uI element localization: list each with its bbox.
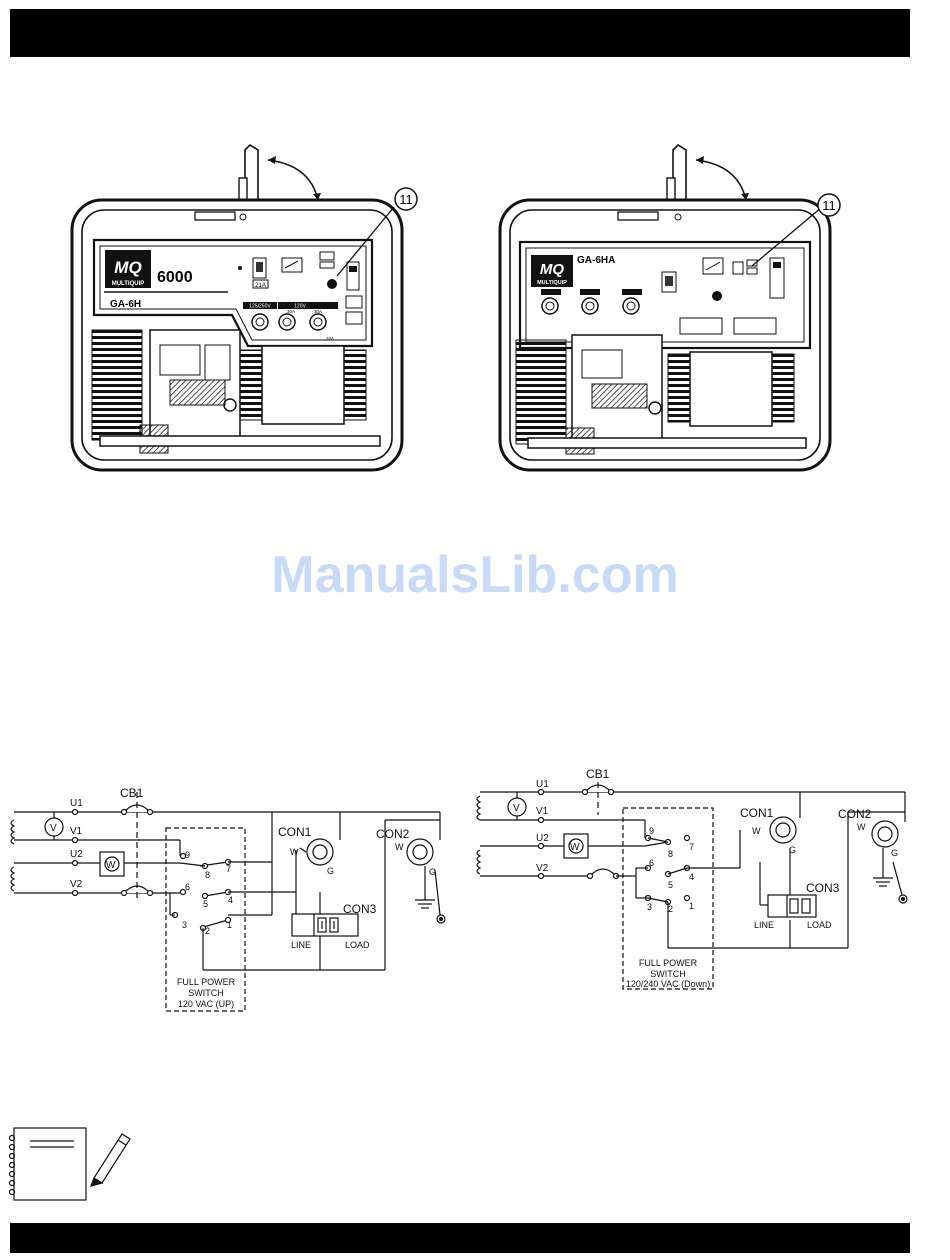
caption-1-right: FULL POWER — [639, 958, 698, 968]
sw-7-left: 7 — [226, 864, 231, 874]
wiring-labels-left: CB1 U1 V1 U2 V2 V W 9 8 7 6 5 4 3 2 1 CO… — [50, 786, 436, 1009]
sw-5-right: 5 — [668, 880, 673, 890]
breaker-label: 21A — [255, 283, 266, 289]
sw-2-left: 2 — [205, 926, 210, 936]
con2-g-left: G — [429, 867, 436, 877]
con1-w-right: W — [752, 826, 761, 836]
outlet-twistlock-3 — [309, 313, 327, 331]
sw-6-right: 6 — [649, 858, 654, 868]
outlet-label-2: 120V — [294, 304, 306, 310]
con1-label-left: CON1 — [278, 825, 312, 839]
u2-label-left: U2 — [70, 849, 83, 860]
mq-logo-sub-right: MULTIQUIP — [537, 280, 567, 286]
model-text-right: GA-6HA — [577, 255, 615, 266]
sw-6-left: 6 — [185, 882, 190, 892]
model-text: GA-6H — [110, 299, 141, 310]
sw-3-left: 3 — [182, 920, 187, 930]
coil-1 — [10, 819, 16, 845]
callout-11-left — [394, 187, 418, 211]
alternator — [261, 345, 345, 425]
con1-g-right: G — [789, 845, 796, 855]
generator-figure-left: MQ MULTIQUIP 6000 GA-6H 21A 125/250V 120… — [70, 143, 418, 472]
sw-8-right: 8 — [668, 849, 673, 859]
wiring-diagram-right — [476, 782, 908, 990]
outlet-twistlock-1 — [251, 313, 269, 331]
sw-3-right: 3 — [647, 902, 652, 912]
caption-3-right: 120/240 VAC (Down) — [626, 979, 710, 989]
load-label-right: LOAD — [807, 920, 832, 930]
u1-label-right: U1 — [536, 779, 549, 790]
con3-label-right: CON3 — [806, 881, 840, 895]
callout-text-right: 11 — [822, 198, 836, 213]
header-bar — [10, 9, 910, 57]
watermark: ManualsLib.com — [271, 546, 679, 604]
v1-label-left: V1 — [70, 826, 83, 837]
rating-text: 6000 — [157, 269, 193, 286]
mq-logo — [105, 250, 151, 288]
line-label-right: LINE — [754, 920, 774, 930]
swing-arrow — [267, 159, 319, 201]
pencil-icon — [93, 1133, 131, 1184]
v2-label-left: V2 — [70, 879, 83, 890]
v2-label-right: V2 — [536, 863, 549, 874]
outlet-label-3: 30A — [287, 309, 295, 314]
outlet-label-5: 20A — [326, 336, 334, 341]
sw-4-right: 4 — [689, 872, 694, 882]
con3-label-left: CON3 — [343, 902, 377, 916]
sw-9-right: 9 — [649, 826, 654, 836]
caption-2-right: SWITCH — [650, 969, 686, 979]
u1-label-left: U1 — [70, 798, 83, 809]
v1-label-right: V1 — [536, 806, 549, 817]
winding-label-right: W — [570, 842, 580, 853]
con2-w-right: W — [857, 822, 866, 832]
notes-icon — [8, 1127, 131, 1201]
sw-2-right: 2 — [668, 904, 673, 914]
load-label-left: LOAD — [345, 940, 370, 950]
sw-4-left: 4 — [228, 895, 233, 905]
wiring-diagram-left — [10, 792, 446, 1012]
sw-5-left: 5 — [203, 899, 208, 909]
mq-logo-right — [531, 255, 573, 287]
wiring-labels-right: CB1 U1 V1 U2 V2 V W 9 8 7 6 5 4 3 2 1 CO… — [513, 767, 898, 989]
con2-w-left: W — [395, 842, 404, 852]
con2-g-right: G — [891, 848, 898, 858]
caption-1-left: FULL POWER — [177, 977, 236, 987]
voltmeter-label-right: V — [513, 803, 520, 814]
frame-outer — [70, 198, 404, 472]
con1-w-left: W — [290, 847, 299, 857]
sw-1-right: 1 — [689, 901, 694, 911]
callout-text-left: 11 — [399, 192, 413, 207]
con2-label-left: CON2 — [376, 827, 410, 841]
sw-9-left: 9 — [185, 850, 190, 860]
cb1-label-right: CB1 — [586, 767, 610, 781]
con2-label-right: CON2 — [838, 807, 872, 821]
sw-8-left: 8 — [205, 870, 210, 880]
caption-3-left: 120 VAC (UP) — [178, 999, 234, 1009]
mq-logo-sub: MULTIQUIP — [112, 281, 145, 287]
outlet-label-4: 30A — [314, 309, 322, 314]
winding-label-left: W — [106, 860, 116, 871]
outlet-twistlock-2 — [278, 313, 296, 331]
caption-2-left: SWITCH — [188, 988, 224, 998]
cb1-label-left: CB1 — [120, 786, 144, 800]
sw-7-right: 7 — [689, 842, 694, 852]
outlet-label-1: 125/250V — [249, 304, 271, 310]
u2-label-right: U2 — [536, 833, 549, 844]
footer-bar — [10, 1223, 910, 1253]
line-label-left: LINE — [291, 940, 311, 950]
con1-g-left: G — [327, 866, 334, 876]
mq-logo-text-right: MQ — [540, 261, 564, 278]
mq-logo-text: MQ — [114, 258, 141, 277]
con1-label-right: CON1 — [740, 806, 774, 820]
generator-figure-right: MQ MULTIQUIP GA-6HA — [498, 143, 841, 472]
switch-knob — [327, 279, 337, 289]
voltmeter-label-left: V — [50, 823, 57, 834]
callout-11-right — [817, 193, 841, 217]
sw-1-left: 1 — [227, 920, 232, 930]
engine-fins — [91, 329, 143, 441]
